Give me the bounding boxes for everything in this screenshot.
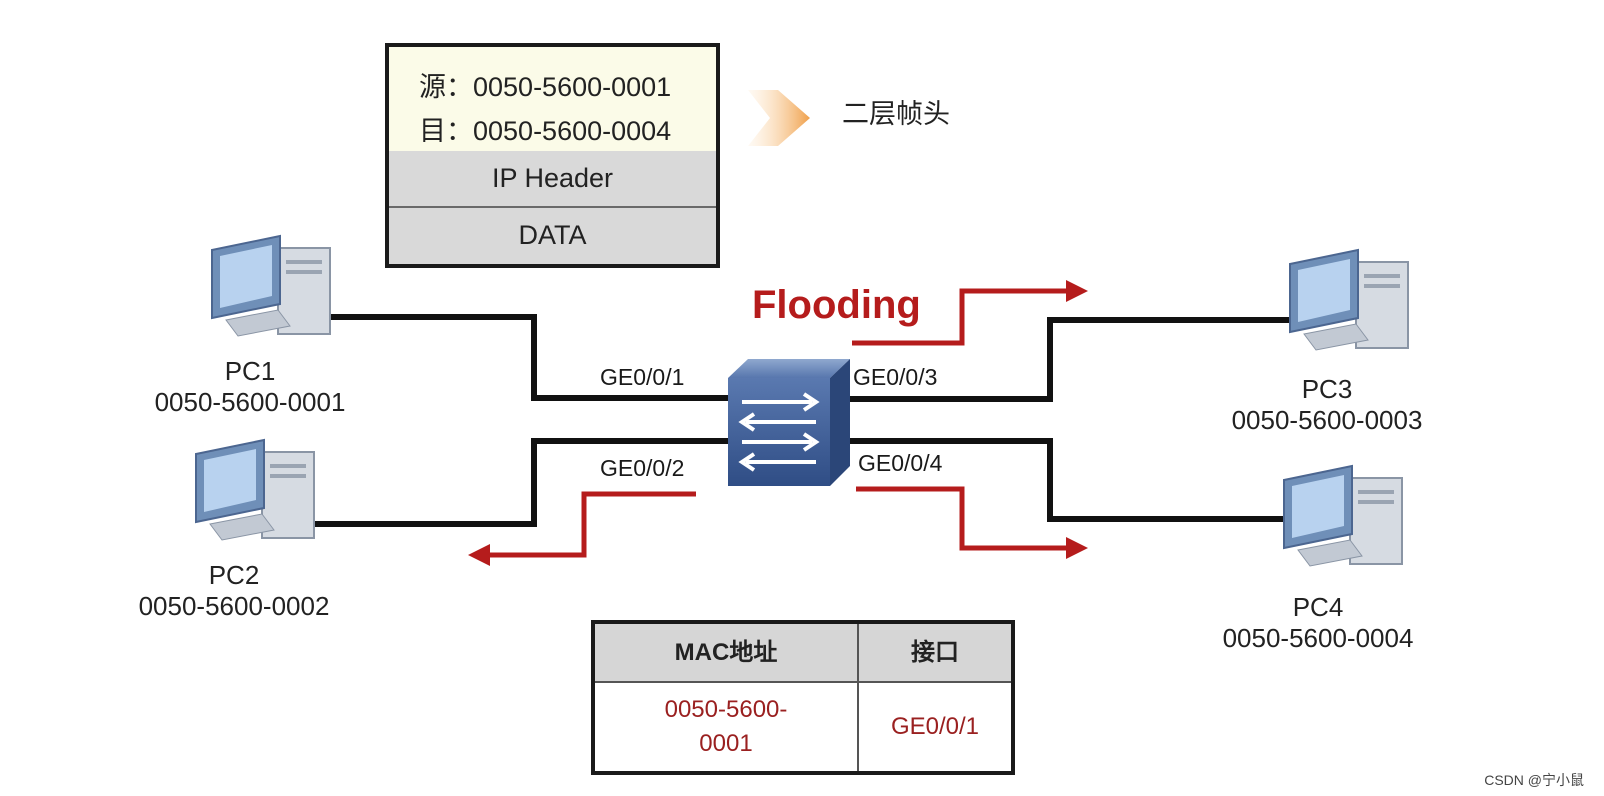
mac-table-cell-interface: GE0/0/1 [859,683,1011,771]
pc3-mac: 0050-5600-0003 [1231,405,1423,435]
mac-table-header-mac: MAC地址 [595,624,857,683]
pc2-icon [195,438,315,541]
pc3-name: PC3 [1301,374,1353,404]
ip-header-row: IP Header [389,151,716,208]
pc2-name: PC2 [208,560,260,590]
pc2-label: PC2 0050-5600-0002 [116,560,352,622]
pc4-mac: 0050-5600-0004 [1222,623,1414,653]
flood-arrow-pc4 [856,486,1088,559]
l2-header-label: 二层帧头 [842,99,950,129]
pc1-mac: 0050-5600-0001 [154,387,346,417]
pc1-icon [211,234,331,337]
mac-table-header-interface: 接口 [859,624,1011,683]
mac-table-cell-mac: 0050-5600- 0001 [595,683,857,771]
port-label-ge4: GE0/0/4 [858,450,943,476]
pc4-icon [1283,464,1403,567]
cable-pc2 [302,438,728,527]
mac-table-mac-line1: 0050-5600- [664,696,788,723]
flooding-label: Flooding [752,283,921,327]
mac-address-table: MAC地址 接口 0050-5600- 0001 GE0/0/1 [591,620,1015,775]
port-label-ge1: GE0/0/1 [600,364,685,390]
mac-table-divider [857,624,859,771]
pc4-label: PC4 0050-5600-0004 [1200,592,1436,654]
flood-arrow-pc3 [852,280,1088,346]
pc1-name: PC1 [224,356,276,386]
l2-header-block: 源：0050-5600-0001 目：0050-5600-0004 [389,47,716,153]
switch-icon [728,359,850,486]
cable-pc1 [318,314,728,401]
pc1-label: PC1 0050-5600-0001 [132,356,368,418]
port-label-ge3: GE0/0/3 [853,364,938,390]
data-row: DATA [389,208,716,264]
cable-pc4 [846,438,1285,522]
l2-header-arrow [748,90,810,146]
frame-stack: 源：0050-5600-0001 目：0050-5600-0004 IP Hea… [385,43,720,268]
mac-table-mac-line2: 0001 [699,730,753,757]
pc3-icon [1289,248,1409,351]
watermark: CSDN @宁小鼠 [1484,772,1584,788]
flood-arrow-pc2 [468,491,696,566]
dst-mac-line: 目：0050-5600-0004 [419,116,672,146]
pc4-name: PC4 [1292,592,1344,622]
cable-pc3 [846,317,1290,402]
src-mac-line: 源：0050-5600-0001 [419,72,672,102]
pc2-mac: 0050-5600-0002 [138,591,330,621]
pc3-label: PC3 0050-5600-0003 [1209,374,1445,436]
port-label-ge2: GE0/0/2 [600,455,685,481]
